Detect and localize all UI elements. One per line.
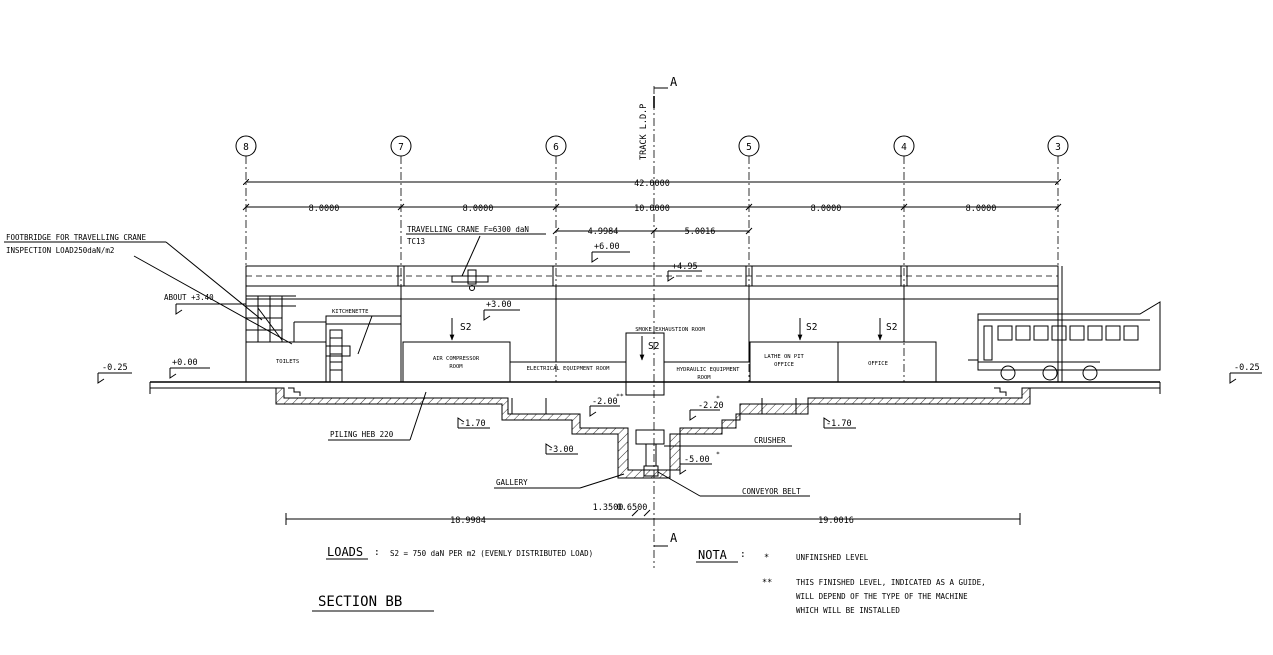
level-platform: +3.00 — [486, 300, 512, 310]
nota-line-1: UNFINISHED LEVEL — [796, 553, 869, 562]
dim-bottom-left: 18.9984 — [450, 516, 486, 526]
level-crusher: -5.00 — [684, 455, 710, 465]
s2-air-room: S2 — [460, 322, 471, 333]
axis-label-6: 6 — [553, 142, 559, 153]
section-line-a: A A TRACK L.D.P — [639, 75, 678, 568]
air-room-label-1: AIR COMPRESSOR — [433, 356, 480, 362]
s2-office: S2 — [886, 322, 897, 333]
air-room-label-2: ROOM — [449, 364, 463, 370]
hydraulic-room-label-2: ROOM — [697, 375, 711, 381]
smoke-room-label: SMOKE EXHAUSTION ROOM — [635, 327, 705, 333]
loads-note: LOADS : S2 = 750 daN PER m2 (EVENLY DIST… — [326, 545, 593, 560]
dim-bottom-mid-b: 0.6500 — [617, 503, 648, 513]
nota-line-2a: THIS FINISHED LEVEL, INDICATED AS A GUID… — [796, 578, 986, 587]
dim-right-half: 5.0016 — [685, 227, 716, 237]
loads-colon: : — [374, 547, 380, 558]
section-title-block: SECTION BB — [312, 594, 434, 612]
loads-title: LOADS — [327, 545, 363, 559]
nota-star-2: ** — [762, 578, 772, 588]
level-pit-mid-right: -2.20 — [698, 401, 724, 411]
nota-title: NOTA — [698, 548, 728, 562]
level-pit-left: -1.70 — [460, 419, 486, 429]
level-right-edge: -0.25 — [1234, 363, 1260, 373]
dim-bay-5-4: 8.0000 — [811, 204, 842, 214]
toilets-label: TOILETS — [276, 359, 299, 365]
hydraulic-room-label-1: HYDRAULIC EQUIPMENT — [677, 367, 741, 373]
labels: FOOTBRIDGE FOR TRAVELLING CRANE INSPECTI… — [4, 225, 888, 497]
dim-bay-6-5: 10.0000 — [634, 204, 670, 214]
nota-block: NOTA : * UNFINISHED LEVEL ** THIS FINISH… — [696, 548, 986, 615]
section-mark-bottom: A — [670, 531, 678, 545]
nota-star-1: * — [764, 553, 769, 563]
gallery-label: GALLERY — [496, 478, 528, 487]
dim-bottom-mid-a: 1.3500 — [593, 503, 624, 513]
dim-bay-8-7: 8.0000 — [309, 204, 340, 214]
dim-overall: 42.0000 — [634, 179, 670, 189]
level-ground-zero: +0.00 — [172, 358, 198, 368]
mark-single-crusher: * — [716, 450, 720, 458]
footbridge-label-1: FOOTBRIDGE FOR TRAVELLING CRANE — [6, 233, 146, 242]
axis-label-3: 3 — [1055, 142, 1061, 153]
dim-bottom-right: 19.0016 — [818, 516, 854, 526]
lathe-label-1: LATHE ON PIT — [764, 354, 804, 360]
electrical-room-label: ELECTRICAL EQUIPMENT ROOM — [527, 366, 610, 372]
level-about: ABOUT +3.40 — [164, 293, 214, 302]
lathe-label-2: OFFICE — [774, 362, 794, 368]
kitchenette-label: KITCHENETTE — [332, 309, 368, 315]
section-mark-top: A — [670, 75, 678, 89]
axis-label-5: 5 — [746, 142, 752, 153]
nota-colon: : — [740, 549, 746, 560]
left-block — [245, 295, 402, 383]
nota-line-2b: WILL DEPEND OF THE TYPE OF THE MACHINE — [796, 592, 968, 601]
track-label: TRACK L.D.P — [639, 104, 649, 160]
level-markers: +6.00 +4.95 +3.00 ABOUT +3.40 +0.00 -0.2… — [97, 242, 1262, 475]
loads-text: S2 = 750 daN PER m2 (EVENLY DISTRIBUTED … — [390, 549, 593, 558]
piling-label: PILING HEB 220 — [330, 430, 394, 439]
footbridge-label-2: INSPECTION LOAD250daN/m2 — [6, 246, 114, 255]
dimension-lines: 42.0000 8.0000 8.0000 10.0000 8.0000 8.0… — [242, 179, 1062, 526]
level-pit-right: -1.70 — [826, 419, 852, 429]
axis-label-4: 4 — [901, 142, 907, 153]
nota-line-2c: WHICH WILL BE INSTALLED — [796, 606, 900, 615]
conveyor-label: CONVEYOR BELT — [742, 487, 801, 496]
level-left-edge: -0.25 — [102, 363, 128, 373]
s2-smoke-room: S2 — [648, 341, 659, 352]
mark-single-right: * — [716, 394, 720, 402]
crane-label-1: TRAVELLING CRANE F=6300 daN — [407, 225, 529, 234]
axis-label-8: 8 — [243, 142, 249, 153]
grid-axes: 8 7 6 5 4 3 — [235, 135, 1069, 382]
crane-label-2: TC13 — [407, 237, 425, 246]
rooms — [402, 332, 937, 396]
s2-lathe: S2 — [806, 322, 817, 333]
crusher-label: CRUSHER — [754, 436, 786, 445]
level-crane-rail: +6.00 — [594, 242, 620, 252]
section-title: SECTION BB — [318, 594, 402, 610]
level-gallery: -3.00 — [548, 445, 574, 455]
train — [968, 301, 1161, 381]
dim-left-half: 4.9984 — [588, 227, 619, 237]
level-pit-mid-left: -2.00 — [592, 397, 618, 407]
office-label: OFFICE — [868, 361, 888, 367]
level-roof: +4.95 — [672, 262, 698, 272]
dim-bay-4-3: 8.0000 — [966, 204, 997, 214]
dim-bay-7-6: 8.0000 — [463, 204, 494, 214]
axis-label-7: 7 — [398, 142, 404, 153]
load-arrows: S2 S2 S2 S2 — [449, 318, 897, 361]
ground-and-pits — [149, 381, 1161, 479]
mark-double-left: ** — [616, 392, 624, 400]
